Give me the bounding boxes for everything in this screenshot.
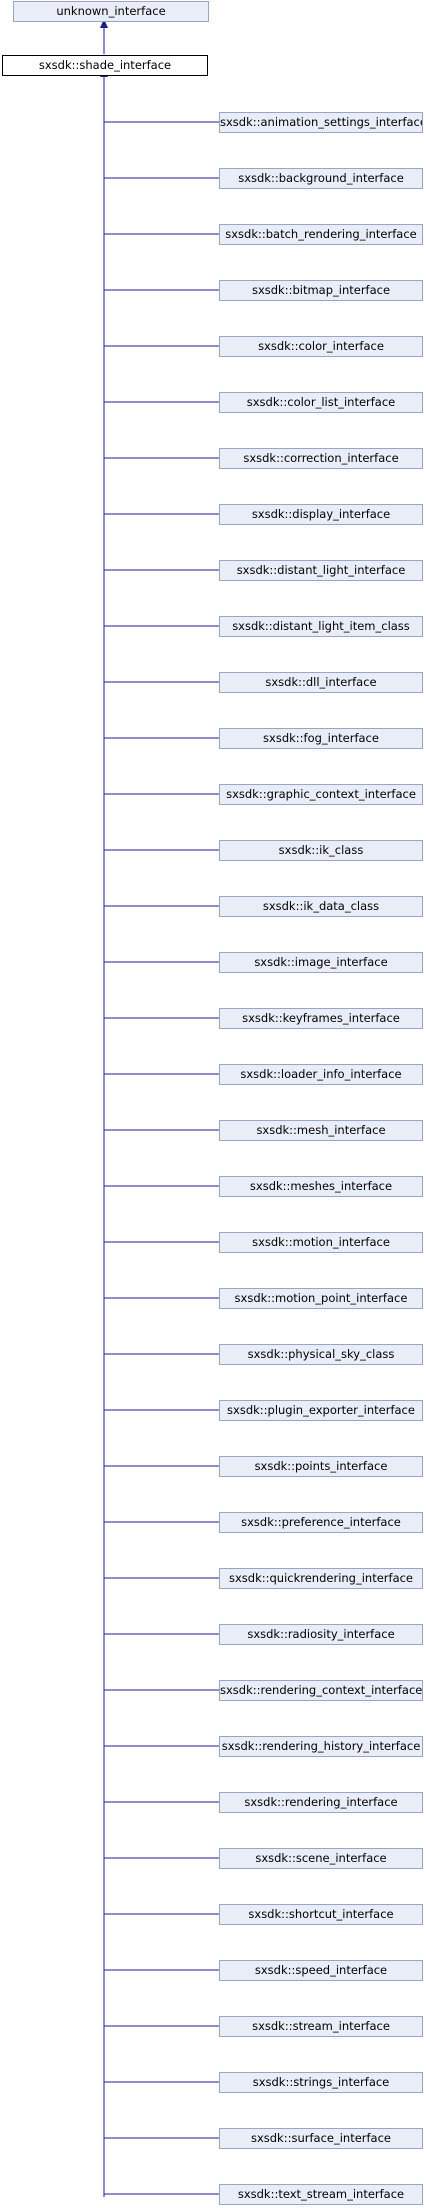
- derived-class-node[interactable]: sxsdk::display_interface: [219, 504, 423, 525]
- derived-class-label: sxsdk::keyframes_interface: [242, 1011, 400, 1025]
- derived-class-node[interactable]: sxsdk::distant_light_item_class: [219, 616, 423, 637]
- derived-class-label: sxsdk::image_interface: [254, 955, 388, 969]
- derived-class-label: sxsdk::points_interface: [254, 1459, 388, 1473]
- derived-class-node[interactable]: sxsdk::bitmap_interface: [219, 280, 423, 301]
- derived-class-node[interactable]: sxsdk::surface_interface: [219, 2128, 423, 2149]
- derived-class-label: sxsdk::display_interface: [251, 507, 391, 521]
- derived-class-label: sxsdk::rendering_interface: [244, 1795, 398, 1809]
- derived-class-node[interactable]: sxsdk::points_interface: [219, 1456, 423, 1477]
- derived-class-label: sxsdk::graphic_context_interface: [226, 787, 416, 801]
- derived-class-node[interactable]: sxsdk::meshes_interface: [219, 1176, 423, 1197]
- current-class-node: sxsdk::shade_interface: [2, 55, 208, 76]
- derived-class-label: sxsdk::dll_interface: [265, 675, 377, 689]
- derived-class-node[interactable]: sxsdk::quickrendering_interface: [219, 1568, 423, 1589]
- derived-class-node[interactable]: sxsdk::shortcut_interface: [219, 1904, 423, 1925]
- base-class-label: unknown_interface: [56, 4, 166, 18]
- derived-class-label: sxsdk::radiosity_interface: [247, 1627, 395, 1641]
- derived-class-label: sxsdk::motion_point_interface: [234, 1291, 408, 1305]
- derived-class-node[interactable]: sxsdk::correction_interface: [219, 448, 423, 469]
- derived-class-label: sxsdk::bitmap_interface: [251, 283, 391, 297]
- derived-class-node[interactable]: sxsdk::speed_interface: [219, 1960, 423, 1981]
- derived-class-label: sxsdk::background_interface: [238, 171, 404, 185]
- derived-class-node[interactable]: sxsdk::batch_rendering_interface: [219, 224, 423, 245]
- derived-class-label: sxsdk::physical_sky_class: [247, 1347, 395, 1361]
- derived-class-node[interactable]: sxsdk::color_list_interface: [219, 392, 423, 413]
- derived-class-node[interactable]: sxsdk::plugin_exporter_interface: [219, 1400, 423, 1421]
- derived-class-node[interactable]: sxsdk::fog_interface: [219, 728, 423, 749]
- derived-class-label: sxsdk::batch_rendering_interface: [225, 227, 417, 241]
- derived-class-node[interactable]: sxsdk::background_interface: [219, 168, 423, 189]
- derived-class-label: sxsdk::meshes_interface: [249, 1179, 393, 1193]
- derived-class-label: sxsdk::rendering_context_interface: [220, 1683, 423, 1697]
- derived-class-node[interactable]: sxsdk::preference_interface: [219, 1512, 423, 1533]
- derived-class-node[interactable]: sxsdk::color_interface: [219, 336, 423, 357]
- derived-class-label: sxsdk::shortcut_interface: [248, 1907, 394, 1921]
- derived-class-node[interactable]: sxsdk::rendering_context_interface: [219, 1680, 423, 1701]
- derived-class-node[interactable]: sxsdk::graphic_context_interface: [219, 784, 423, 805]
- derived-class-label: sxsdk::strings_interface: [252, 2075, 390, 2089]
- derived-class-label: sxsdk::scene_interface: [255, 1851, 387, 1865]
- derived-class-node[interactable]: sxsdk::keyframes_interface: [219, 1008, 423, 1029]
- derived-class-label: sxsdk::motion_interface: [252, 1235, 390, 1249]
- derived-class-node[interactable]: sxsdk::animation_settings_interface: [219, 112, 423, 133]
- derived-class-label: sxsdk::rendering_history_interface: [221, 1739, 421, 1753]
- base-arrowhead: [100, 19, 108, 28]
- derived-class-node[interactable]: sxsdk::motion_point_interface: [219, 1288, 423, 1309]
- derived-class-node[interactable]: sxsdk::physical_sky_class: [219, 1344, 423, 1365]
- derived-class-label: sxsdk::mesh_interface: [256, 1123, 386, 1137]
- derived-class-node[interactable]: sxsdk::ik_class: [219, 840, 423, 861]
- derived-class-node[interactable]: sxsdk::rendering_interface: [219, 1792, 423, 1813]
- derived-class-node[interactable]: sxsdk::motion_interface: [219, 1232, 423, 1253]
- derived-class-label: sxsdk::preference_interface: [241, 1515, 401, 1529]
- derived-class-label: sxsdk::correction_interface: [243, 451, 399, 465]
- derived-class-node[interactable]: sxsdk::radiosity_interface: [219, 1624, 423, 1645]
- derived-class-label: sxsdk::ik_data_class: [262, 899, 380, 913]
- derived-class-node[interactable]: sxsdk::ik_data_class: [219, 896, 423, 917]
- derived-class-node[interactable]: sxsdk::dll_interface: [219, 672, 423, 693]
- derived-class-node[interactable]: sxsdk::mesh_interface: [219, 1120, 423, 1141]
- derived-class-node[interactable]: sxsdk::image_interface: [219, 952, 423, 973]
- derived-class-label: sxsdk::color_list_interface: [246, 395, 396, 409]
- derived-class-node[interactable]: sxsdk::distant_light_interface: [219, 560, 423, 581]
- derived-class-label: sxsdk::ik_class: [278, 843, 364, 857]
- derived-class-label: sxsdk::color_interface: [258, 339, 384, 353]
- child-branch-lines: [104, 121, 219, 2195]
- derived-class-label: sxsdk::plugin_exporter_interface: [227, 1403, 415, 1417]
- base-class-node[interactable]: unknown_interface: [13, 1, 209, 22]
- current-class-label: sxsdk::shade_interface: [38, 58, 172, 72]
- derived-class-label: sxsdk::text_stream_interface: [237, 2187, 405, 2201]
- derived-class-label: sxsdk::loader_info_interface: [240, 1067, 402, 1081]
- derived-class-label: sxsdk::stream_interface: [252, 2019, 390, 2033]
- derived-class-label: sxsdk::distant_light_interface: [236, 563, 406, 577]
- derived-class-label: sxsdk::speed_interface: [254, 1963, 388, 1977]
- derived-class-label: sxsdk::surface_interface: [250, 2131, 392, 2145]
- derived-class-label: sxsdk::quickrendering_interface: [228, 1571, 414, 1585]
- derived-class-node[interactable]: sxsdk::stream_interface: [219, 2016, 423, 2037]
- derived-class-node[interactable]: sxsdk::loader_info_interface: [219, 1064, 423, 1085]
- derived-class-label: sxsdk::animation_settings_interface: [220, 115, 423, 129]
- derived-class-label: sxsdk::fog_interface: [263, 731, 379, 745]
- derived-class-node[interactable]: sxsdk::scene_interface: [219, 1848, 423, 1869]
- derived-class-node[interactable]: sxsdk::text_stream_interface: [219, 2184, 423, 2205]
- derived-class-node[interactable]: sxsdk::strings_interface: [219, 2072, 423, 2093]
- derived-class-node[interactable]: sxsdk::rendering_history_interface: [219, 1736, 423, 1757]
- derived-class-label: sxsdk::distant_light_item_class: [232, 619, 410, 633]
